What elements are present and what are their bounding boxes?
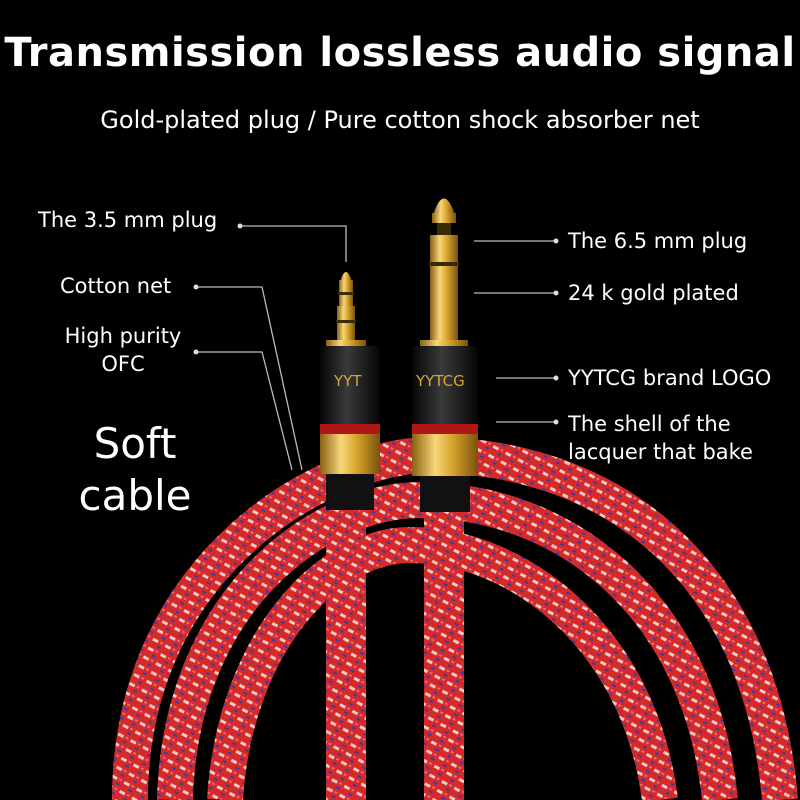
label-shell-line1: The shell of the	[568, 412, 731, 436]
headline: Transmission lossless audio signal	[4, 30, 796, 76]
plug-6-5mm: YYTCG	[412, 198, 478, 512]
cable-segment-large	[424, 500, 464, 800]
plug-3-5mm: YYT	[320, 272, 380, 510]
label-cotton-net: Cotton net	[60, 274, 172, 298]
soft-cable-line1: Soft	[93, 419, 177, 468]
plug-small-brand-text: YYT	[333, 372, 362, 390]
label-ofc-line2: OFC	[101, 352, 145, 376]
label-gold-plated: 24 k gold plated	[568, 281, 739, 305]
soft-cable-caption: Soft cable	[60, 418, 210, 522]
leader-dots	[193, 223, 559, 425]
plug-large-brand-text: YYTCG	[415, 372, 465, 390]
label-lacquer-shell: The shell of the lacquer that bake	[568, 410, 753, 466]
label-3-5mm-plug: The 3.5 mm plug	[38, 208, 218, 232]
label-brand-logo: YYTCG brand LOGO	[568, 366, 772, 390]
label-ofc-line1: High purity	[64, 324, 182, 348]
leader-lines	[196, 225, 556, 471]
label-6-5mm-plug: The 6.5 mm plug	[568, 229, 748, 253]
cable-segment-small	[326, 500, 366, 800]
label-high-purity-ofc: High purity OFC	[48, 322, 198, 378]
label-shell-line2: lacquer that bake	[568, 440, 753, 464]
subheadline: Gold-plated plug / Pure cotton shock abs…	[100, 106, 700, 134]
soft-cable-line2: cable	[78, 471, 192, 520]
